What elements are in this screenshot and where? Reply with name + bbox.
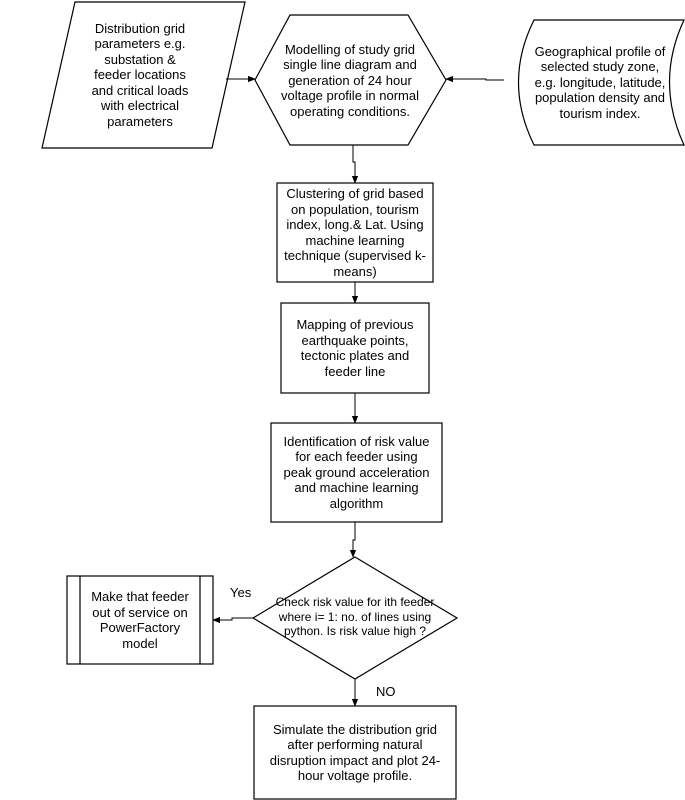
modelling-text: Modelling of study grid single line diag… — [280, 41, 420, 119]
out-of-service-box — [66, 575, 214, 665]
geo-profile-text: Geographical profile of selected study z… — [534, 43, 666, 121]
simulate-box — [253, 705, 457, 800]
grid-params-text: Distribution grid parameters e.g. substa… — [91, 20, 189, 129]
geo-profile-stored-data-shape — [517, 19, 685, 146]
risk-id-text: Identification of risk value for each fe… — [283, 433, 430, 511]
risk-id-box — [270, 422, 443, 523]
edge-geo-to-modelling — [445, 75, 504, 83]
simulate-text: Simulate the distribution grid after per… — [269, 721, 441, 784]
mapping-box — [280, 302, 430, 394]
edge-risk-to-decision — [349, 522, 357, 558]
clustering-box — [276, 182, 434, 283]
out-of-service-text: Make that feeder out of service on Power… — [91, 589, 189, 651]
yes-label: Yes — [230, 585, 252, 600]
clustering-text: Clustering of grid based on population, … — [284, 186, 426, 279]
no-label: NO — [376, 684, 396, 699]
edge-modelling-to-clustering — [351, 145, 359, 184]
grid-params-parallelogram — [41, 1, 246, 149]
edge-decision-yes — [212, 616, 253, 624]
mapping-text: Mapping of previous earthquake points, t… — [296, 317, 414, 379]
decision-text: Check risk value for ith feeder where i=… — [275, 595, 435, 639]
